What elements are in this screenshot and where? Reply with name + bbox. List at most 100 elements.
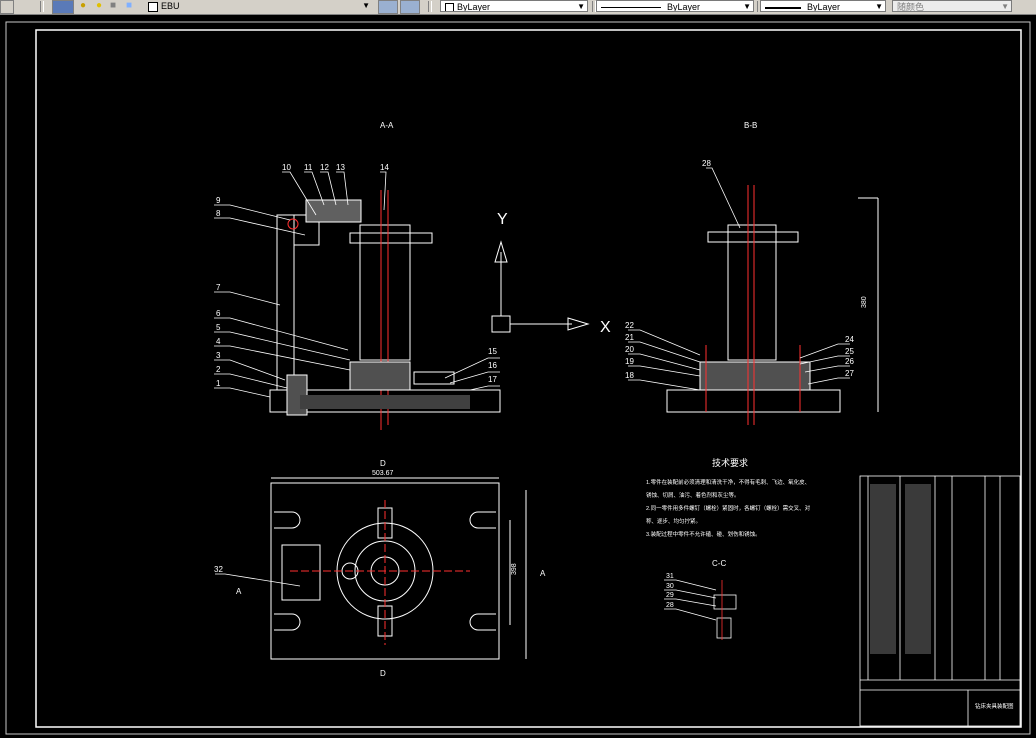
part-number: 27 [845, 369, 854, 378]
make-current-layer-icon[interactable] [378, 0, 398, 14]
clamp-arm [305, 199, 362, 223]
parts-list-table: 钻床夹具装配图 [859, 475, 1021, 727]
part-number: 13 [336, 163, 345, 172]
part-number: 7 [216, 283, 221, 292]
sun-icon[interactable]: ● [96, 0, 103, 11]
plan-view: D D A A 503.67 398 32 [214, 459, 546, 678]
part-number: 3 [216, 351, 221, 360]
technical-requirements: 技术要求 1.零件在装配前必须清理和清洗干净，不得有毛刺、飞边、氧化皮、 锈蚀、… [646, 457, 811, 538]
part-number: 4 [216, 337, 221, 346]
part-number: 26 [845, 357, 854, 366]
lineweight-value: ByLayer [807, 2, 841, 12]
layer-dropdown[interactable]: EBU ▼ [144, 0, 372, 12]
leader-lines-right [628, 167, 850, 391]
plotstyle-value: 随颜色 [897, 2, 925, 12]
part-number: 24 [845, 335, 854, 344]
section-bb-view: B-B 380 [666, 121, 879, 425]
plotstyle-dropdown: 随颜色 ▼ [892, 0, 1012, 12]
chevron-down-icon[interactable]: ▼ [577, 2, 585, 11]
outer-frame [5, 21, 1031, 735]
leader-line [215, 573, 301, 587]
part-number: 32 [214, 565, 223, 574]
pin-hole [287, 218, 299, 230]
part-number: 19 [625, 357, 634, 366]
color-dropdown[interactable]: ByLayer ▼ [440, 0, 588, 12]
section-bb-label: B-B [744, 121, 757, 130]
part-number: 25 [845, 347, 854, 356]
dimension-text: 398 [511, 563, 518, 575]
part-number: 30 [666, 583, 674, 590]
part-number: 29 [666, 592, 674, 599]
base-outline [270, 482, 500, 660]
slot [274, 511, 301, 529]
chevron-down-icon: ▼ [1001, 2, 1009, 11]
part-number: 21 [625, 333, 634, 342]
tech-title: 技术要求 [712, 457, 748, 468]
color-swatch [445, 3, 454, 11]
chevron-down-icon[interactable]: ▼ [362, 1, 370, 10]
tech-note: 2.同一零件用多件螺钉（螺栓）紧固时，各螺钉（螺栓）需交叉、对 [646, 504, 811, 512]
fixture-body [699, 361, 811, 391]
top-flange [349, 232, 433, 244]
cylinder-body [727, 224, 777, 361]
linetype-value: ByLayer [667, 2, 701, 12]
hatch-region [300, 395, 470, 409]
part-number: 12 [320, 163, 329, 172]
fixture-body [349, 361, 411, 391]
model-space-background [0, 15, 1036, 738]
side-bracket [281, 544, 321, 601]
leader-lines-left [214, 171, 500, 398]
lineweight-dropdown[interactable]: ByLayer ▼ [760, 0, 886, 12]
ucs-icon: Y X [491, 211, 611, 336]
inner-frame [35, 29, 1022, 728]
detail-block [713, 594, 737, 610]
section-d-label: D [380, 669, 386, 678]
section-d-label: D [380, 459, 386, 468]
table-outline [859, 475, 1021, 727]
part-number: 20 [625, 345, 634, 354]
part-number: 1 [216, 379, 221, 388]
column [276, 214, 295, 391]
layer-previous-icon[interactable] [400, 0, 420, 14]
layer-manager-button[interactable] [0, 0, 14, 14]
part-number: 18 [625, 371, 634, 380]
layer-color-swatch [148, 1, 158, 12]
lightbulb-icon[interactable]: ● [80, 0, 87, 11]
part-numbers-left: 10 11 12 13 14 9 8 7 6 5 4 3 2 1 15 16 1… [216, 163, 497, 388]
part-number: 11 [304, 163, 313, 172]
chevron-down-icon[interactable]: ▼ [875, 2, 883, 11]
layer-name: EBU [161, 1, 180, 11]
section-aa-view: A-A [269, 121, 501, 430]
slot [469, 511, 496, 529]
toolbar-separator [592, 1, 596, 12]
plot-icon[interactable]: ■ [126, 0, 133, 11]
linetype-dropdown[interactable]: ByLayer ▼ [596, 0, 754, 12]
part-number: 15 [488, 347, 497, 356]
layer-properties-icon[interactable] [52, 0, 74, 14]
dimension-text: 380 [861, 296, 868, 308]
part-number: 28 [702, 159, 711, 168]
linetype-sample [601, 7, 661, 9]
part-number: 10 [282, 163, 291, 172]
parts-list-rows [870, 484, 896, 654]
part-number: 31 [666, 573, 674, 580]
section-a-label: A [540, 569, 546, 578]
lock-icon[interactable]: ■ [110, 0, 117, 11]
part-number: 5 [216, 323, 221, 332]
tech-note: 3.装配过程中零件不允许磕、碰、划伤和锈蚀。 [646, 530, 761, 538]
chevron-down-icon[interactable]: ▼ [743, 2, 751, 11]
section-aa-label: A-A [380, 121, 394, 130]
part-numbers-right: 28 22 21 20 19 18 24 25 26 27 [625, 159, 854, 380]
part-number: 28 [666, 602, 674, 609]
drawing-canvas[interactable]: A-A 10 11 12 13 14 9 8 7 6 5 [0, 15, 1036, 738]
parts-list-rows [905, 484, 931, 654]
color-value: ByLayer [457, 2, 491, 12]
slot [274, 613, 301, 631]
part-number: 8 [216, 209, 221, 218]
x-axis-label: X [600, 319, 611, 336]
cylinder-body [359, 224, 411, 361]
top-flange [707, 231, 799, 243]
toolbar-separator [40, 1, 44, 12]
tech-note: 称、逐步、均匀拧紧。 [646, 517, 701, 525]
dimension-text: 503.67 [372, 470, 394, 477]
